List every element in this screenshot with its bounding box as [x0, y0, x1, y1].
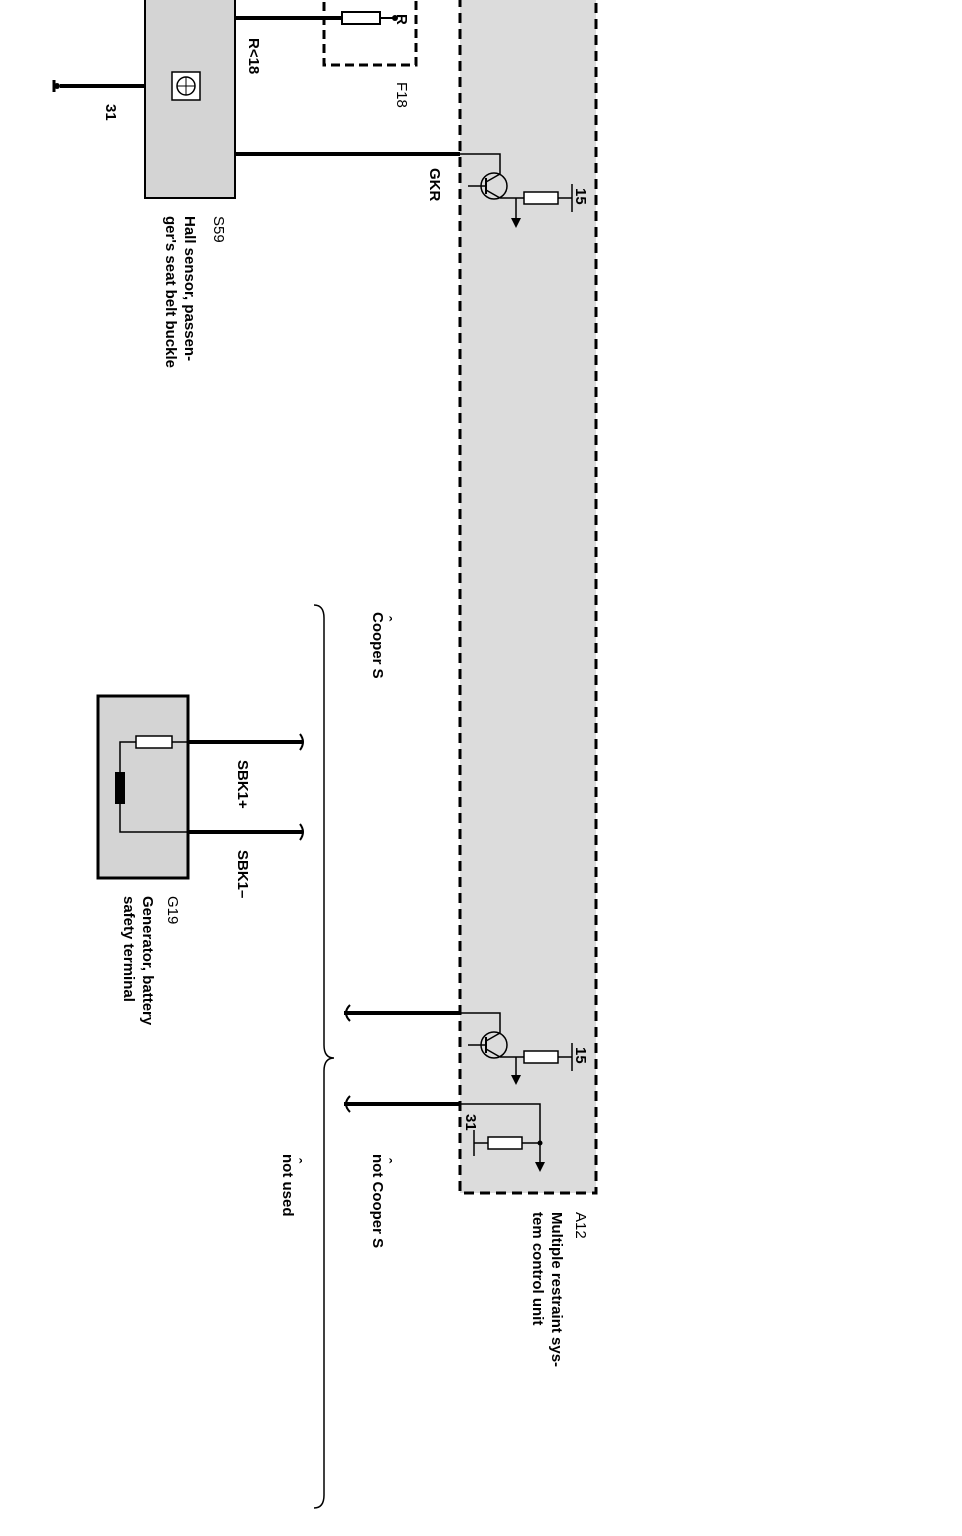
s59-desc-line2: ger's seat belt buckle	[162, 216, 179, 368]
sbk1-plus-label: SBK1+	[234, 760, 251, 809]
not-used-label: not used	[279, 1154, 296, 1217]
resistor-icon	[523, 184, 573, 212]
transistor-icon	[460, 153, 524, 228]
not-used-marker: ˆ	[287, 1158, 304, 1164]
f18-fuse-box	[322, 0, 418, 67]
cooper-s-marker: ˆ	[377, 616, 394, 622]
not-cooper-s-marker: ˆ	[377, 1158, 394, 1164]
a12-desc-line2: tem control unit	[529, 1212, 546, 1325]
a12-term15-top: 15	[572, 188, 589, 205]
s59-code: S59	[210, 216, 227, 243]
transistor-icon	[460, 1012, 524, 1085]
a12-term15-bottom: 15	[572, 1047, 589, 1064]
s59-desc-line1: Hall sensor, passen-	[181, 216, 198, 361]
f18-pin-label: R	[393, 14, 410, 25]
g19-code: G19	[164, 896, 181, 924]
f18-code: F18	[393, 82, 410, 108]
a12-control-unit-box	[458, 0, 598, 1195]
ground-icon	[52, 80, 60, 92]
a12-desc-line1: Multiple restraint sys-	[548, 1212, 565, 1367]
cooper-s-label: Cooper S	[369, 612, 386, 679]
not-cooper-s-label: not Cooper S	[369, 1154, 386, 1248]
g19-desc-line1: Generator, battery	[139, 896, 156, 1026]
resistor-icon	[473, 1130, 543, 1156]
s59-wire-label: R<18	[245, 38, 262, 74]
hall-sensor-icon	[171, 71, 201, 101]
a12-term31: 31	[462, 1114, 479, 1131]
generator-icon	[115, 735, 188, 833]
resistor-icon	[523, 1043, 573, 1071]
a12-code: A12	[572, 1212, 589, 1239]
gkr-label: GKR	[426, 168, 443, 202]
variant-brace	[313, 604, 335, 1509]
f18-fuse-symbol	[341, 11, 398, 25]
g19-desc-line2: safety terminal	[120, 896, 137, 1002]
g19-generator-box	[96, 694, 190, 880]
s59-ground-label: 31	[102, 104, 119, 121]
sbk1-minus-label: SBK1–	[234, 850, 251, 898]
